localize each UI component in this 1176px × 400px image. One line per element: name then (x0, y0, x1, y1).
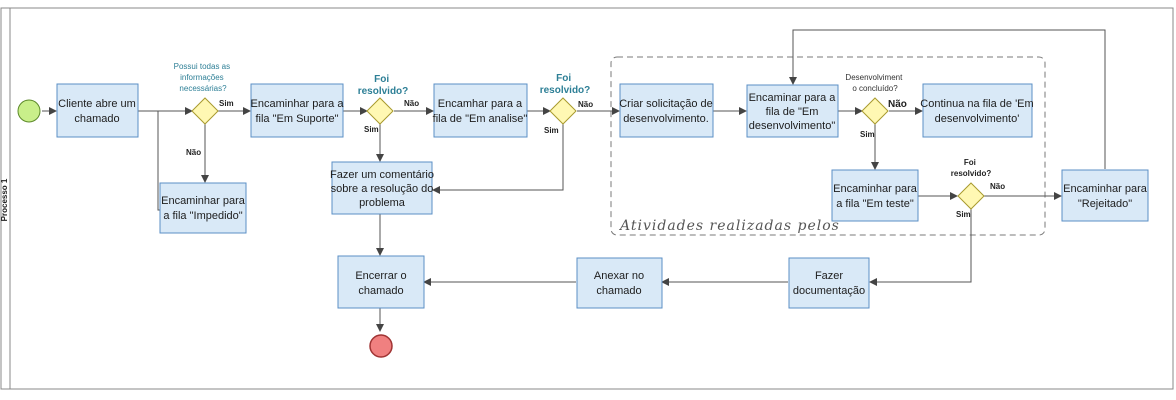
gateway-resolvido-3 (957, 182, 985, 210)
gw1-question: Possui todas as informações necessárias? (174, 62, 233, 93)
label-gw1-sim: Sim (219, 99, 234, 108)
gateway-desenvolvimento-concluido (861, 97, 889, 125)
flow-rejeitado-loop (789, 29, 1106, 169)
gw4-question: Desenvolviment o concluído? (845, 73, 904, 93)
gateway-resolvido-2 (549, 97, 577, 125)
flow-impedido-back (157, 111, 160, 211)
gateway-resolvido-1 (366, 97, 394, 125)
label-gw3-nao: Não (578, 100, 593, 109)
task-rejeitado: Encaminhar para"Rejeitado" (1061, 169, 1149, 222)
svg-text:Encaminhar para"Rejeitado": Encaminhar para"Rejeitado" (1063, 183, 1148, 210)
label-gw1-nao: Não (186, 148, 201, 157)
flow-gw5-to-doc (869, 209, 972, 286)
gw3-question: Foi resolvido? (540, 73, 591, 96)
gw2-question: Foi resolvido? (358, 74, 409, 97)
label-gw4-sim: Sim (860, 130, 875, 139)
gateway-informacoes (191, 97, 219, 125)
end-event (369, 334, 393, 358)
pool-label: Processo 1 (0, 178, 9, 221)
label-gw2-sim: Sim (364, 125, 379, 134)
start-event (17, 99, 41, 123)
label-gw5-nao: Não (990, 182, 1005, 191)
label-gw2-nao: Não (404, 99, 419, 108)
label-gw3-sim: Sim (544, 126, 559, 135)
flow-gw3-to-comentario (432, 124, 564, 194)
pool-border (0, 7, 1174, 390)
group-label: Atividades realizadas pelos (618, 218, 840, 234)
group-box (610, 56, 1046, 236)
gw5-question: Foi resolvido? (951, 158, 992, 178)
label-gw5-sim: Sim (956, 210, 971, 219)
label-gw4-nao: Não (888, 99, 907, 110)
